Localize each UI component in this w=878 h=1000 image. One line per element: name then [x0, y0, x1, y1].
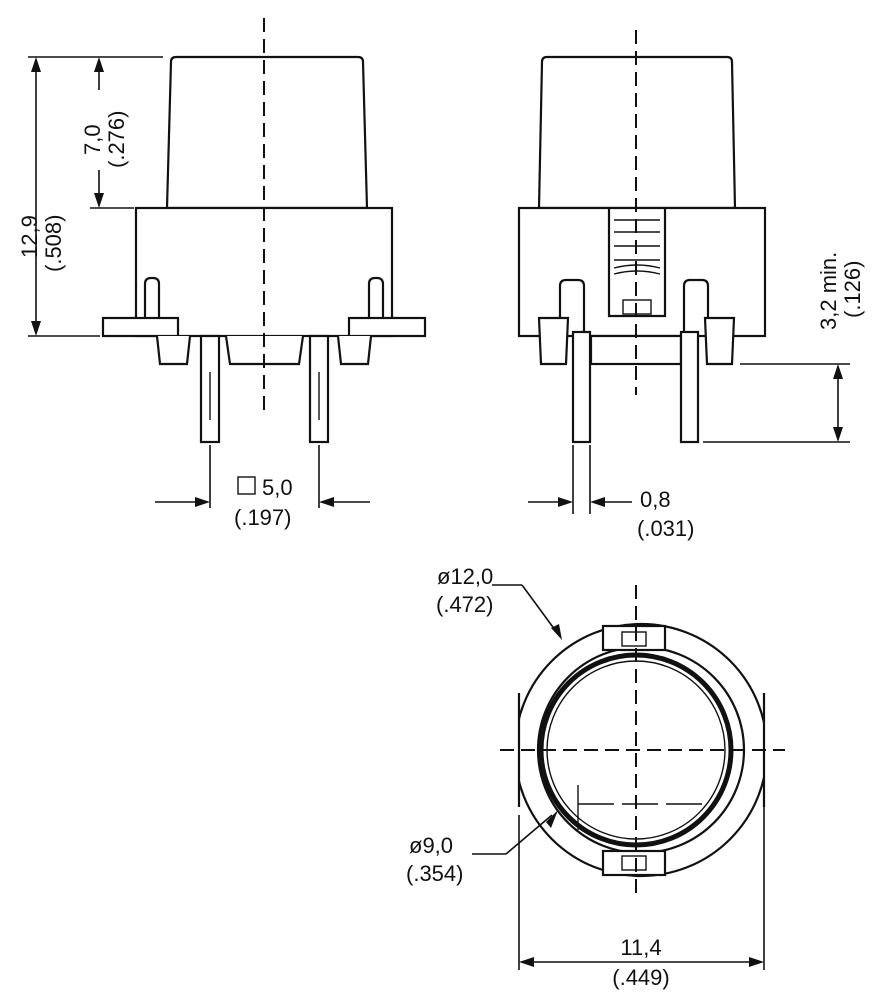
front-left-ear: [101, 316, 180, 338]
width-metric: 11,4: [620, 935, 661, 960]
front-left-post: [143, 276, 161, 318]
side-pin-left: [571, 330, 592, 444]
square-symbol-icon: [237, 476, 256, 495]
inner-diameter-metric: ø9,0: [409, 833, 453, 858]
front-bottom-tab-right: [336, 335, 373, 366]
side-view: [517, 30, 850, 514]
front-bottom-tab-left: [155, 335, 192, 366]
top-view: [472, 584, 785, 970]
width-imperial: (.449): [612, 965, 669, 990]
pin-length-imperial: (.126): [840, 261, 865, 318]
side-right-post: [682, 278, 710, 332]
side-left-tab: [537, 316, 570, 366]
total-height-imperial: (.508): [41, 215, 66, 272]
pin-spacing-metric: 5,0: [262, 475, 293, 500]
pin-thickness-imperial: (.031): [637, 516, 694, 541]
cap-height-imperial: (.276): [104, 111, 129, 168]
side-pin-right: [679, 330, 700, 444]
pin-thickness-metric: 0,8: [640, 487, 671, 512]
cap-height-metric: 7,0: [80, 124, 105, 155]
pin-length-metric: 3,2 min.: [816, 252, 841, 330]
front-cap-outline: [165, 55, 369, 210]
inner-diameter-imperial: (.354): [406, 861, 463, 886]
total-height-metric: 12,9: [17, 215, 42, 258]
front-view: [28, 18, 427, 508]
front-right-ear: [347, 316, 427, 338]
side-right-tab: [703, 316, 736, 366]
top-latch-bottom: [601, 849, 667, 877]
front-right-post: [367, 276, 385, 318]
pin-spacing-imperial: (.197): [234, 505, 291, 530]
outer-diameter-imperial: (.472): [436, 592, 493, 617]
side-cap-outline: [537, 55, 737, 210]
outer-diameter-metric: ø12,0: [437, 564, 493, 589]
